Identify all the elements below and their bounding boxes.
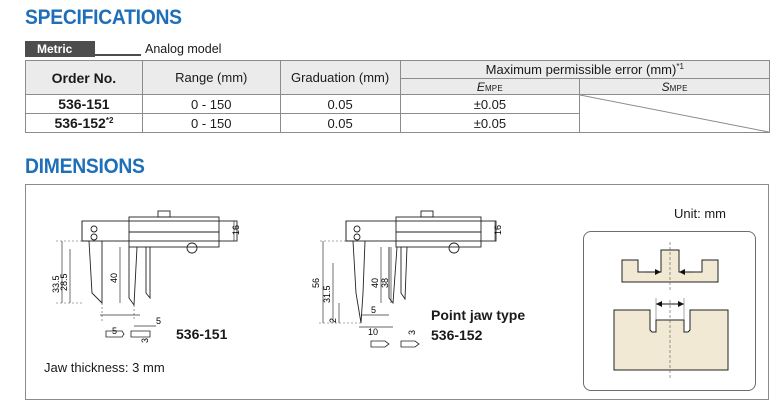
header-empe-suffix: MPE [484, 83, 503, 93]
dim-5-right: 5 [156, 316, 161, 326]
unit-label: Unit: mm [674, 206, 726, 221]
dim-31-5: 31.5 [322, 285, 332, 303]
header-smpe: SMPE [579, 78, 770, 95]
dim-56: 56 [311, 278, 321, 288]
header-graduation: Graduation (mm) [279, 60, 401, 95]
row-order-note: *2 [105, 116, 114, 125]
measurement-illustration [583, 231, 756, 391]
row-graduation: 0.05 [279, 113, 401, 133]
dim-10: 10 [368, 327, 378, 337]
row-graduation: 0.05 [279, 94, 401, 114]
dim-33-5: 33.5 [51, 275, 61, 293]
specifications-heading: SPECIFICATIONS [25, 6, 182, 29]
header-order-no: Order No. [25, 60, 143, 95]
header-max-error-text: Maximum permissible error (mm) [485, 62, 677, 77]
row-range: 0 - 150 [141, 94, 281, 114]
metric-model-label-row: Metric Analog model [25, 41, 772, 57]
table-row: 536-152*2 0 - 150 0.05 ±0.05 [25, 113, 770, 133]
analog-model-label: Analog model [145, 42, 222, 56]
header-empe-prefix: E [476, 79, 485, 94]
dimensions-panel: Unit: mm [25, 184, 769, 400]
caliper-drawing-536-152: 16 56 31.5 2 40 38 5 10 3 [311, 210, 501, 348]
dim-3: 3 [140, 338, 150, 343]
dim-16: 16 [231, 225, 241, 235]
header-smpe-prefix: S [661, 79, 670, 94]
row-order-no: 536-151 [25, 94, 143, 114]
dim-38: 38 [380, 278, 390, 288]
diagonal-strike [580, 95, 769, 132]
header-max-error-note: *1 [676, 62, 684, 71]
dimensions-heading: DIMENSIONS [25, 155, 145, 178]
model-label-536-151: 536-151 [176, 326, 228, 342]
dim-40: 40 [370, 278, 380, 288]
header-max-error: Maximum permissible error (mm)*1 [399, 60, 771, 79]
row-order-no: 536-152*2 [25, 113, 143, 133]
dim-5: 5 [371, 305, 376, 315]
model-label-536-152: 536-152 [431, 327, 483, 343]
smpe-empty-cell [579, 94, 770, 133]
point-jaw-type-label: Point jaw type [431, 307, 526, 323]
header-empe: EMPE [399, 78, 581, 95]
specifications-table: Order No. Range (mm) Graduation (mm) Max… [25, 60, 771, 133]
dim-2: 2 [328, 318, 338, 323]
jaw-thickness-label: Jaw thickness: 3 mm [44, 360, 165, 375]
caliper-drawing-536-151: 16 33.5 28.5 40 5 5 3 [51, 210, 241, 343]
dim-28-5: 28.5 [59, 273, 69, 291]
dim-16: 16 [493, 225, 501, 235]
metric-underline [95, 54, 141, 56]
dim-40: 40 [109, 273, 119, 283]
row-order-no-text: 536-152 [54, 115, 106, 131]
row-empe: ±0.05 [399, 94, 581, 114]
metric-tab: Metric [25, 41, 95, 57]
groove-measurement-diagram [613, 242, 729, 378]
header-smpe-suffix: MPE [669, 83, 688, 93]
row-range: 0 - 150 [141, 113, 281, 133]
row-empe: ±0.05 [399, 113, 581, 133]
dim-3: 3 [407, 330, 417, 335]
table-row: 536-151 0 - 150 0.05 ±0.05 [25, 94, 770, 133]
header-range: Range (mm) [141, 60, 281, 95]
